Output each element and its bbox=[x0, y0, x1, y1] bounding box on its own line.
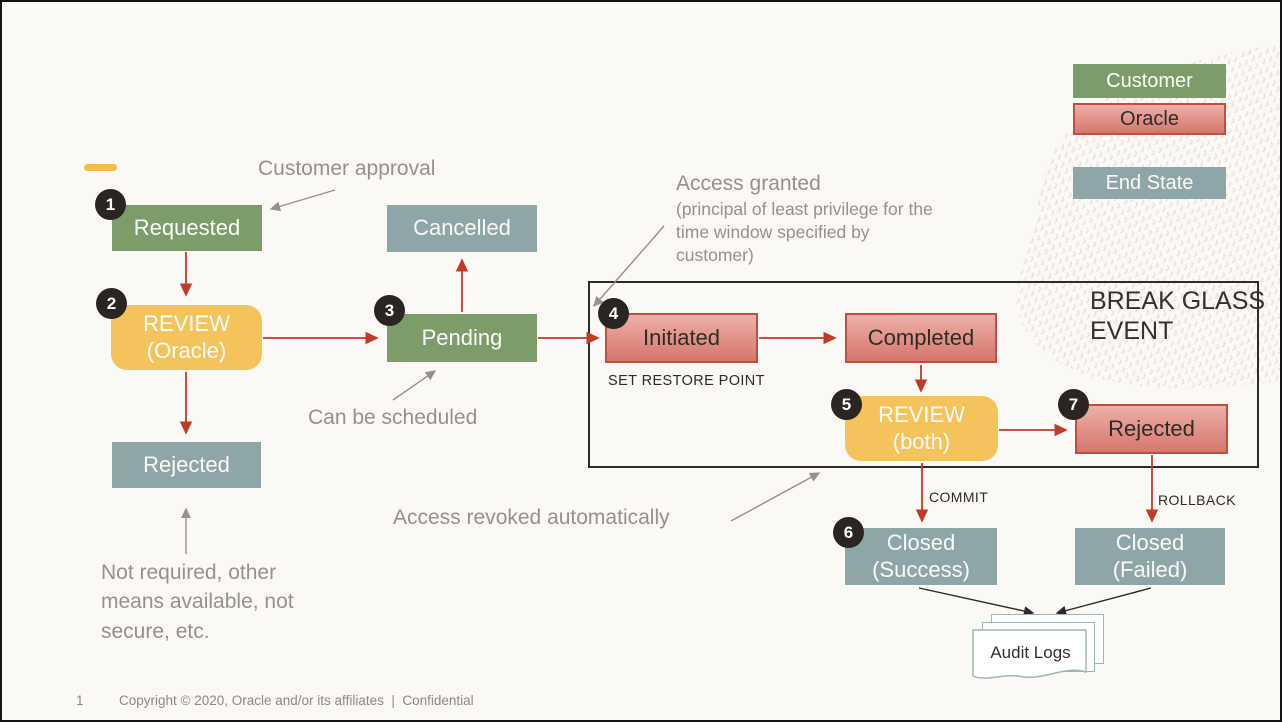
node-pending: Pending bbox=[387, 314, 537, 362]
break-glass-title: BREAK GLASS EVENT bbox=[1090, 287, 1266, 345]
audit-logs-label: Audit Logs bbox=[990, 643, 1071, 662]
label-commit: COMMIT bbox=[929, 489, 989, 505]
annotation-access-granted-title: Access granted bbox=[676, 172, 821, 195]
arrow-failed-to-audit bbox=[1055, 587, 1152, 616]
badge-6: 6 bbox=[833, 517, 864, 548]
badge-7: 7 bbox=[1058, 389, 1089, 420]
legend-oracle: Oracle bbox=[1073, 103, 1226, 135]
annotation-access-revoked: Access revoked automatically bbox=[393, 506, 670, 529]
legend-end-state: End State bbox=[1073, 167, 1226, 199]
annotation-access-granted-body: (principal of least privilege for the ti… bbox=[676, 199, 933, 265]
badge-4: 4 bbox=[598, 298, 629, 329]
badge-2: 2 bbox=[96, 288, 127, 319]
node-rejected-post: Rejected bbox=[1075, 404, 1228, 454]
arrow-success-to-audit bbox=[918, 587, 1035, 616]
label-set-restore-point: SET RESTORE POINT bbox=[608, 373, 765, 389]
badge-5: 5 bbox=[831, 389, 862, 420]
footer-copyright: Copyright © 2020, Oracle and/or its affi… bbox=[119, 693, 474, 708]
node-requested: Requested bbox=[112, 205, 262, 251]
label-rollback: ROLLBACK bbox=[1158, 492, 1236, 508]
badge-3: 3 bbox=[374, 295, 405, 326]
node-closed-failed: Closed (Failed) bbox=[1075, 528, 1225, 585]
node-review-both: REVIEW (both) bbox=[845, 396, 998, 461]
annotation-customer-approval: Customer approval bbox=[258, 157, 436, 180]
node-review-oracle: REVIEW (Oracle) bbox=[111, 305, 262, 370]
node-cancelled: Cancelled bbox=[387, 205, 537, 252]
footer-page-number: 1 bbox=[76, 693, 84, 708]
badge-1: 1 bbox=[95, 189, 126, 220]
accent-dash bbox=[84, 164, 117, 171]
annotation-not-required: Not required, other means available, not… bbox=[101, 561, 294, 643]
node-initiated: Initiated bbox=[605, 313, 758, 363]
arrow-can-be-scheduled bbox=[392, 370, 437, 401]
node-closed-success: Closed (Success) bbox=[845, 528, 997, 585]
audit-page-front bbox=[972, 629, 1087, 679]
node-rejected-pre: Rejected bbox=[112, 442, 261, 488]
legend-customer: Customer bbox=[1073, 64, 1226, 98]
node-completed: Completed bbox=[845, 313, 997, 363]
annotation-can-be-scheduled: Can be scheduled bbox=[308, 406, 478, 429]
arrow-customer-approval bbox=[269, 189, 336, 212]
arrow-access-revoked bbox=[730, 472, 821, 522]
